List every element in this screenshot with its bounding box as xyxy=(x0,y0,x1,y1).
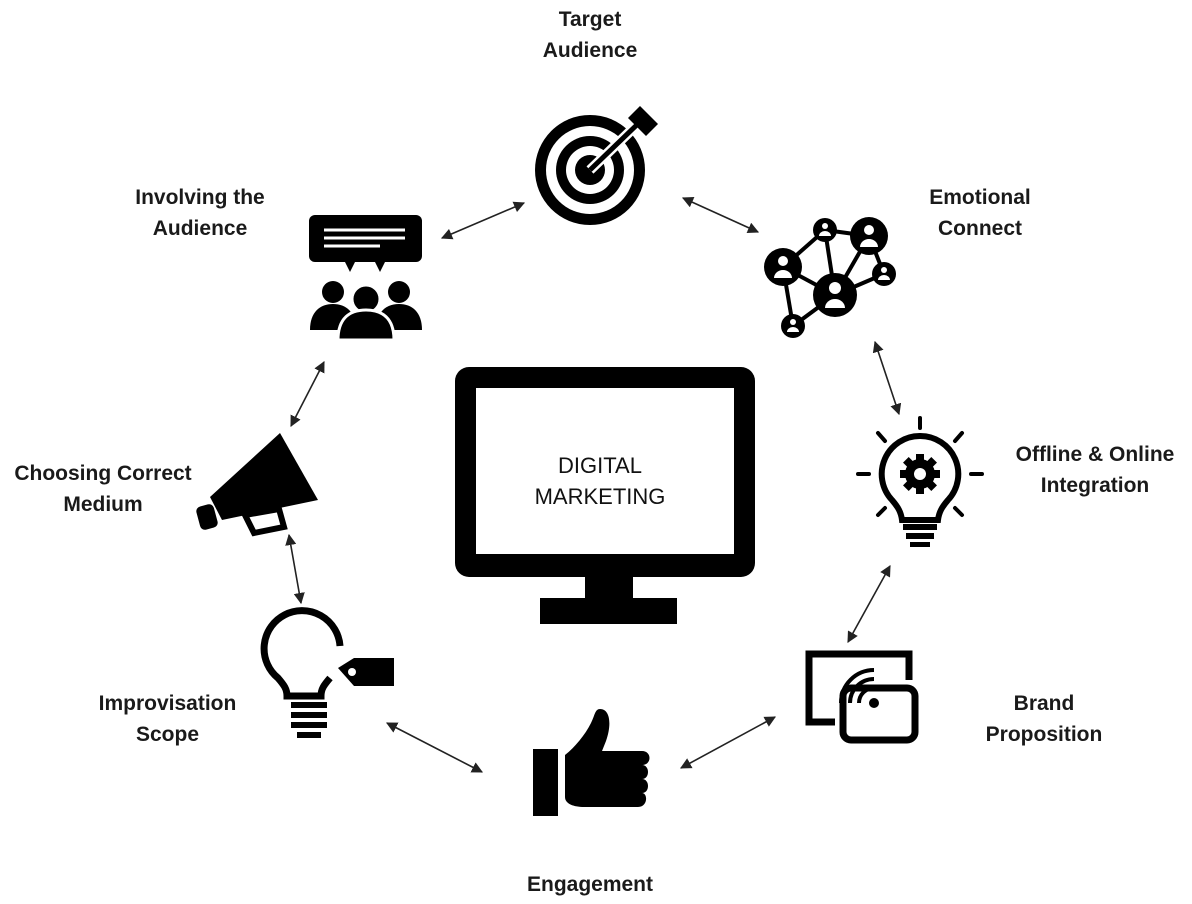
label-line: Proposition xyxy=(985,723,1103,746)
label-line: Scope xyxy=(135,723,200,746)
label-emotional-connect: Emotional Connect xyxy=(900,182,1060,244)
arrow-engagement-improvisation xyxy=(386,722,483,773)
arrow-medium-involving xyxy=(290,361,325,427)
center-label-line2: MARKETING xyxy=(534,484,666,509)
label-line: Target xyxy=(558,8,622,31)
wireless-screen-icon xyxy=(805,650,919,744)
lightbulb-gear-icon xyxy=(856,416,984,547)
label-line: Choosing Correct xyxy=(14,462,192,485)
target-icon xyxy=(535,106,658,225)
label-line: Audience xyxy=(152,217,248,240)
label-line: Brand xyxy=(1013,692,1075,715)
arrow-improvisation-medium xyxy=(285,533,305,605)
megaphone-icon xyxy=(196,433,318,537)
label-choosing-correct-medium: Choosing Correct Medium xyxy=(2,458,204,520)
label-line: Engagement xyxy=(526,873,654,896)
label-line: Integration xyxy=(1040,474,1150,497)
label-offline-online-integration: Offline & Online Integration xyxy=(1004,439,1186,501)
label-line: Improvisation xyxy=(98,692,237,715)
arrow-offline-brand xyxy=(847,565,891,643)
label-line: Offline & Online xyxy=(1015,443,1175,466)
connector-arrows xyxy=(285,197,902,773)
label-line: Connect xyxy=(938,217,1022,240)
network-people-icon xyxy=(764,217,896,338)
arrow-brand-engagement xyxy=(680,716,776,769)
center-label: DIGITAL MARKETING xyxy=(475,450,725,512)
monitor-icon xyxy=(455,367,755,624)
label-brand-proposition: Brand Proposition xyxy=(964,688,1124,750)
label-improvisation-scope: Improvisation Scope xyxy=(80,688,255,750)
label-line: Medium xyxy=(63,493,143,516)
label-involving-the-audience: Involving the Audience xyxy=(115,182,285,244)
label-target-audience: Target Audience xyxy=(520,4,660,66)
label-engagement: Engagement xyxy=(505,869,675,900)
label-line: Audience xyxy=(542,39,638,62)
center-label-line1: DIGITAL xyxy=(558,453,642,478)
arrow-target-emotional xyxy=(681,197,760,233)
label-line: Emotional xyxy=(929,186,1031,209)
label-line: Involving the xyxy=(135,186,265,209)
lightbulb-tag-icon xyxy=(260,607,394,738)
arrow-emotional-offline xyxy=(872,340,902,416)
thumbs-up-icon xyxy=(533,709,650,816)
arrow-involving-target xyxy=(440,201,526,240)
audience-speech-icon xyxy=(309,215,422,342)
